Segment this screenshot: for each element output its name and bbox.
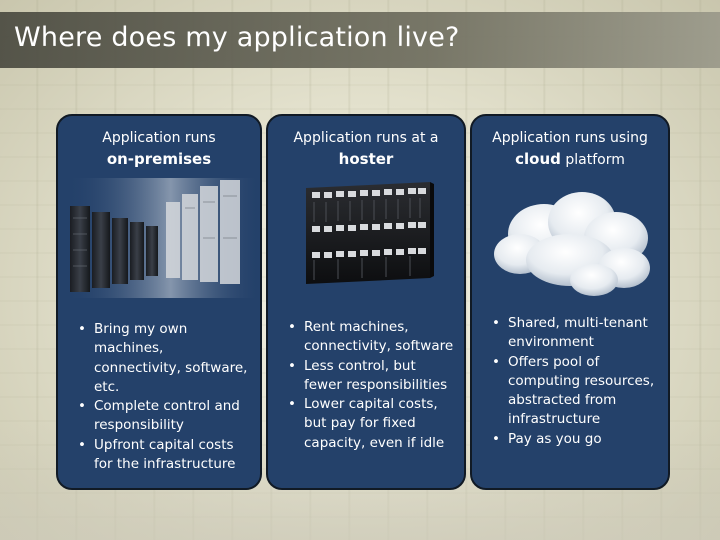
panel-heading-emphasis: hoster	[268, 150, 464, 168]
bullet-list: Bring my own machines, connectivity, sof…	[72, 320, 250, 474]
bullet-item: Rent machines, connectivity, software	[282, 318, 454, 357]
panel-heading-intro: Application runs	[102, 130, 216, 146]
bullet-list: Rent machines, connectivity, software Le…	[282, 318, 454, 453]
panel-heading-intro: Application runs at a	[293, 130, 439, 146]
server-cabinet-icon	[306, 182, 434, 284]
panel-heading-emphasis: on-premises	[58, 150, 260, 168]
bullet-list: Shared, multi-tenant environment Offers …	[486, 314, 658, 449]
bullet-item: Lower capital costs, but pay for fixed c…	[282, 395, 454, 453]
bullet-item: Shared, multi-tenant environment	[486, 314, 658, 353]
page-title: Where does my application live?	[14, 22, 460, 53]
title-bar	[0, 12, 720, 68]
panel-heading-emphasis: cloud platform	[472, 150, 668, 168]
panel-on-premises: Application runs on-premises	[56, 114, 262, 490]
bullet-item: Offers pool of computing resources, abst…	[486, 353, 658, 430]
panel-heading-keyword: hoster	[338, 150, 394, 168]
server-racks-icon	[66, 178, 256, 298]
panel-heading-keyword: cloud	[515, 150, 561, 168]
cloud-icon	[494, 192, 650, 296]
bullet-item: Less control, but fewer responsibilities	[282, 357, 454, 396]
bullet-item: Upfront capital costs for the infrastruc…	[72, 436, 250, 475]
bullet-item: Pay as you go	[486, 430, 658, 450]
bullet-item: Bring my own machines, connectivity, sof…	[72, 320, 250, 397]
panel-heading-suffix: platform	[560, 152, 625, 168]
panel-heading-keyword: on-premises	[106, 150, 212, 168]
bullet-item: Complete control and responsibility	[72, 397, 250, 436]
panel-cloud: Application runs using cloud platform Sh…	[470, 114, 670, 490]
panel-hoster: Application runs at a hoster Rent machin…	[266, 114, 466, 490]
panel-heading-intro: Application runs using	[492, 130, 648, 146]
